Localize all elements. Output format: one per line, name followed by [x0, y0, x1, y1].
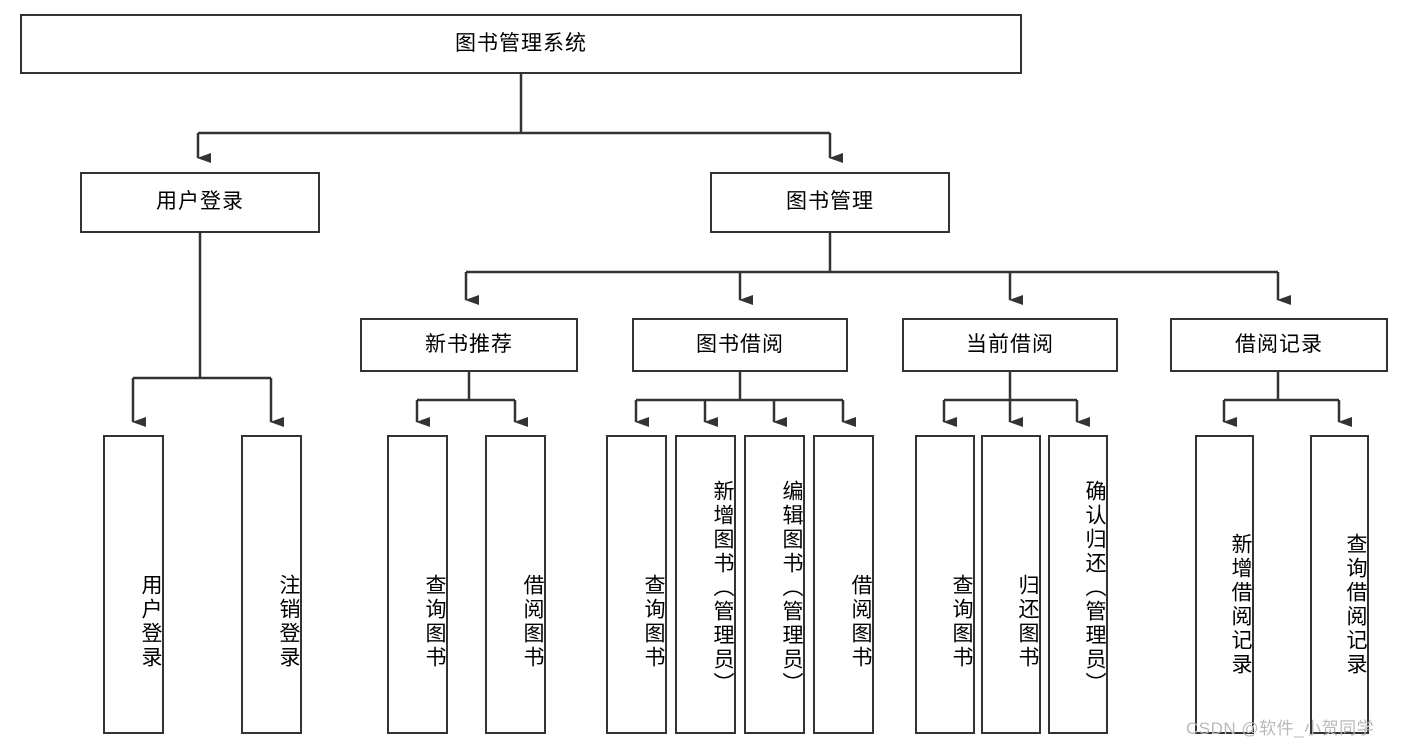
node-label: 图书借阅	[696, 332, 784, 356]
node-label: 图书管理系统	[455, 31, 587, 55]
node-root-book-management-system[interactable]: 图书管理系统	[20, 14, 1022, 74]
node-label: 查询图书	[642, 574, 665, 670]
node-label: 编辑图书（管理员）	[780, 479, 803, 696]
node-label: 归还图书	[1016, 574, 1039, 670]
node-current-borrow[interactable]: 当前借阅	[902, 318, 1118, 372]
node-book-management[interactable]: 图书管理	[710, 172, 950, 233]
node-label: 查询图书	[423, 574, 446, 670]
leaf-current-borrow-confirm-return-admin[interactable]: 确认归还（管理员）	[1048, 435, 1108, 734]
node-label: 查询图书	[950, 574, 973, 670]
node-label: 借阅记录	[1235, 332, 1323, 356]
csdn-watermark: CSDN @软件_小贺同学	[1186, 719, 1375, 738]
node-new-book-recommend[interactable]: 新书推荐	[360, 318, 578, 372]
leaf-borrow-record-add-record[interactable]: 新增借阅记录	[1195, 435, 1254, 734]
node-label: 用户登录	[139, 574, 162, 670]
leaf-book-borrow-edit-book-admin[interactable]: 编辑图书（管理员）	[744, 435, 805, 734]
node-label: 借阅图书	[521, 574, 544, 670]
node-label: 确认归还（管理员）	[1083, 479, 1106, 696]
node-label: 新增借阅记录	[1229, 532, 1252, 677]
node-borrow-record[interactable]: 借阅记录	[1170, 318, 1388, 372]
node-label: 注销登录	[277, 574, 300, 670]
leaf-current-borrow-return-book[interactable]: 归还图书	[981, 435, 1041, 734]
leaf-book-borrow-query-book[interactable]: 查询图书	[606, 435, 667, 734]
node-label: 查询借阅记录	[1344, 532, 1367, 677]
leaf-current-borrow-query-book[interactable]: 查询图书	[915, 435, 975, 734]
leaf-new-book-borrow-book[interactable]: 借阅图书	[485, 435, 546, 734]
leaf-borrow-record-query-record[interactable]: 查询借阅记录	[1310, 435, 1369, 734]
leaf-book-borrow-borrow-book[interactable]: 借阅图书	[813, 435, 874, 734]
node-user-login[interactable]: 用户登录	[80, 172, 320, 233]
node-label: 当前借阅	[966, 332, 1054, 356]
leaf-user-login-logout[interactable]: 注销登录	[241, 435, 302, 734]
leaf-new-book-query-book[interactable]: 查询图书	[387, 435, 448, 734]
leaf-book-borrow-add-book-admin[interactable]: 新增图书（管理员）	[675, 435, 736, 734]
node-label: 用户登录	[156, 190, 244, 214]
node-label: 新书推荐	[425, 332, 513, 356]
node-book-borrow[interactable]: 图书借阅	[632, 318, 848, 372]
node-label: 新增图书（管理员）	[711, 479, 734, 696]
node-label: 借阅图书	[849, 574, 872, 670]
leaf-user-login-login[interactable]: 用户登录	[103, 435, 164, 734]
node-label: 图书管理	[786, 190, 874, 214]
